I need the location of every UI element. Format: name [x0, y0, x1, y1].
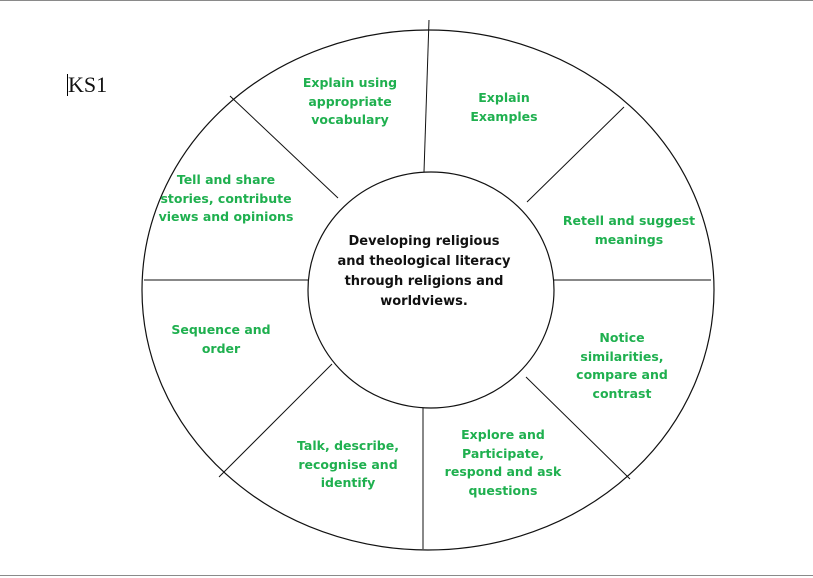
segment-label: Sequence and order [171, 322, 271, 356]
divider-line [525, 376, 631, 480]
divider-line [229, 95, 339, 199]
divider-line [218, 363, 333, 478]
segment-label: Notice similarities, compare and contras… [576, 330, 668, 401]
text-cursor [67, 74, 68, 96]
outer-circle [141, 29, 715, 551]
page-bottom-border [0, 575, 813, 576]
segment-label: Explain using appropriate vocabulary [302, 75, 398, 127]
divider-line [526, 106, 625, 203]
center-label: Developing religious and theological lit… [337, 234, 511, 309]
segment-label: Tell and share stories, contribute views… [158, 172, 294, 224]
doc-label: KS1 [68, 72, 108, 97]
segment-label: Explain Examples [470, 90, 538, 124]
divider-line [423, 19, 430, 173]
segment-label: Retell and suggest meanings [562, 213, 696, 247]
page-top-border [0, 0, 813, 1]
segment-label: Explore and Participate, respond and ask… [444, 427, 562, 498]
inner-circle [307, 171, 555, 409]
segment-label: Talk, describe, recognise and identify [297, 438, 399, 490]
